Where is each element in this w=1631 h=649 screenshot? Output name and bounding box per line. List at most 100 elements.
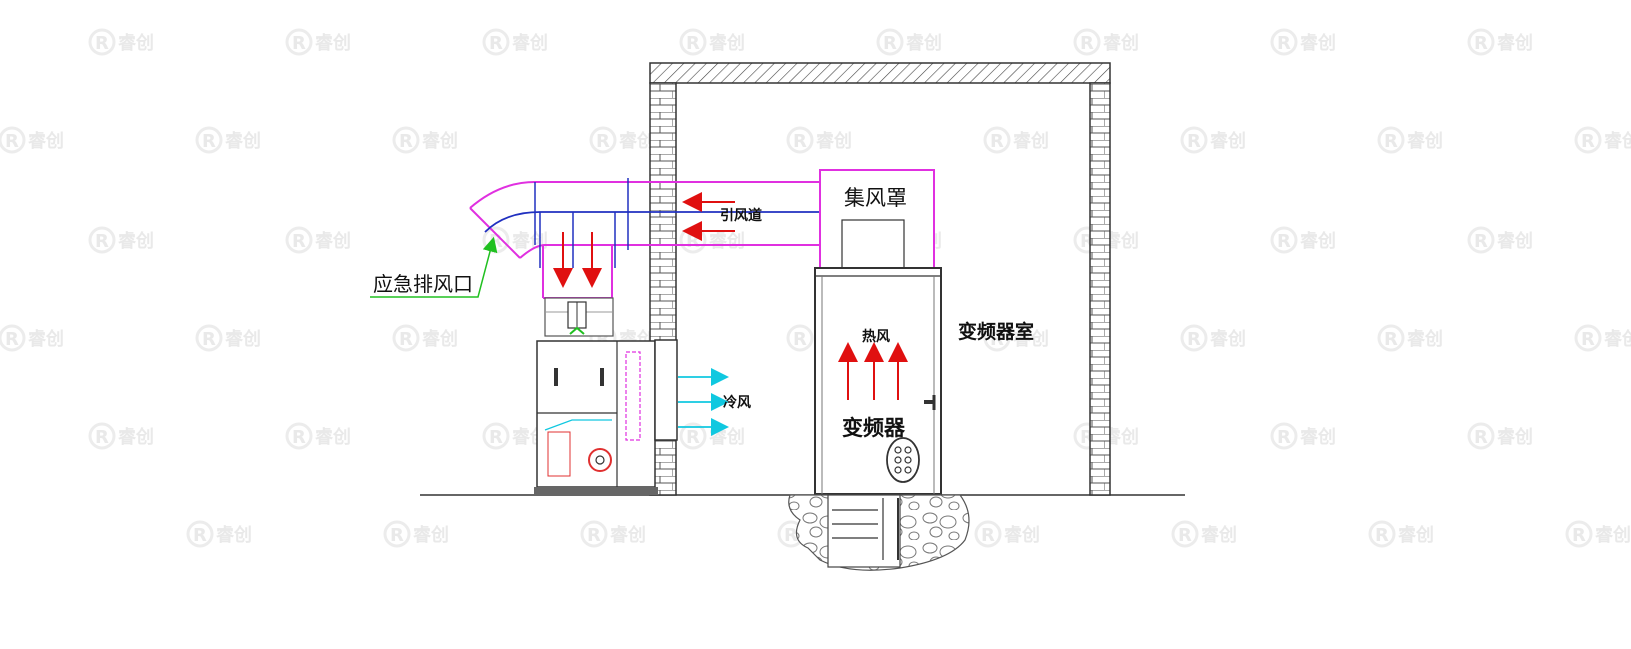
svg-text:睿创: 睿创 [1300, 426, 1336, 448]
foundation-pit [788, 494, 970, 571]
svg-text:睿创: 睿创 [906, 32, 942, 54]
svg-text:R: R [1080, 33, 1094, 54]
svg-text:睿创: 睿创 [28, 328, 64, 350]
svg-text:R: R [1178, 525, 1192, 546]
watermark: R 睿创 [1574, 126, 1631, 154]
svg-text:睿创: 睿创 [1300, 32, 1336, 54]
svg-text:睿创: 睿创 [1407, 130, 1443, 152]
unit-base [534, 487, 658, 495]
svg-text:R: R [202, 131, 216, 152]
svg-text:R: R [883, 33, 897, 54]
svg-text:R: R [1384, 329, 1398, 350]
svg-text:R: R [5, 131, 19, 152]
watermark: R睿创 [1574, 324, 1631, 352]
svg-text:睿创: 睿创 [1604, 130, 1631, 152]
svg-text:R: R [292, 33, 306, 54]
ceiling-slab [649, 62, 1111, 84]
svg-text:睿创: 睿创 [422, 130, 458, 152]
watermark: R 睿创 [1467, 422, 1533, 450]
svg-text:R: R [1581, 131, 1595, 152]
svg-text:R: R [489, 427, 503, 448]
svg-text:R: R [1187, 329, 1201, 350]
svg-text:睿创: 睿创 [709, 32, 745, 54]
svg-text:睿创: 睿创 [610, 524, 646, 546]
svg-text:R: R [202, 329, 216, 350]
svg-text:R: R [686, 231, 700, 252]
svg-text:睿创: 睿创 [512, 32, 548, 54]
cable-trench [827, 494, 901, 568]
duct-bottom-edge [519, 244, 820, 259]
svg-text:R: R [1474, 231, 1488, 252]
fan-intake-mark [569, 326, 585, 335]
svg-text:R: R [292, 231, 306, 252]
svg-text:R: R [193, 525, 207, 546]
watermark: R 睿创 [974, 520, 1040, 548]
cabinet-handle-left [554, 368, 558, 386]
svg-text:睿创: 睿创 [1497, 426, 1533, 448]
svg-text:R: R [390, 525, 404, 546]
inverter-cabinet [814, 267, 942, 495]
svg-text:睿创: 睿创 [1004, 524, 1040, 546]
svg-text:R: R [1474, 427, 1488, 448]
cabinet-body [814, 267, 942, 495]
svg-text:R: R [990, 131, 1004, 152]
svg-text:R: R [399, 131, 413, 152]
svg-text:R: R [95, 33, 109, 54]
svg-text:睿创: 睿创 [709, 426, 745, 448]
svg-text:R: R [981, 525, 995, 546]
svg-text:R: R [686, 33, 700, 54]
svg-text:R: R [1277, 33, 1291, 54]
heat-exchanger-coil [625, 351, 641, 441]
svg-text:R: R [784, 525, 798, 546]
svg-text:R: R [399, 329, 413, 350]
svg-text:睿创: 睿创 [225, 328, 261, 350]
svg-text:R: R [1375, 525, 1389, 546]
watermark: R 睿创 [0, 126, 64, 154]
wall-through-outlet [654, 339, 678, 441]
watermark: R 睿创 [1377, 324, 1443, 352]
watermark: R 睿创 [1368, 520, 1434, 548]
svg-text:睿创: 睿创 [1398, 524, 1434, 546]
label-air-duct: 引风道 [720, 207, 762, 224]
svg-text:R: R [793, 329, 807, 350]
right-wall [1089, 82, 1111, 496]
svg-text:睿创: 睿创 [315, 426, 351, 448]
svg-text:睿创: 睿创 [619, 130, 655, 152]
watermark: R 睿创 [1270, 28, 1336, 56]
svg-text:睿创: 睿创 [1210, 328, 1246, 350]
svg-text:睿创: 睿创 [1497, 32, 1533, 54]
svg-text:睿创: 睿创 [709, 230, 745, 252]
compressor [547, 431, 571, 477]
svg-text:睿创: 睿创 [28, 130, 64, 152]
label-collection-hood: 集风罩 [844, 186, 907, 210]
emergency-outlet-face [469, 207, 521, 259]
svg-text:R: R [990, 329, 1004, 350]
watermark: R 睿创 [195, 324, 261, 352]
watermark: R 睿创 [1467, 28, 1533, 56]
svg-text:睿创: 睿创 [118, 230, 154, 252]
svg-text:R: R [1474, 33, 1488, 54]
watermark: R 睿创 [1270, 422, 1336, 450]
watermark: R 睿创 [392, 126, 458, 154]
svg-text:R: R [1277, 427, 1291, 448]
svg-text:睿创: 睿创 [1201, 524, 1237, 546]
svg-text:睿创: 睿创 [1407, 328, 1443, 350]
label-inverter: 变频器 [842, 416, 906, 440]
hood-neck [841, 219, 905, 269]
svg-text:R: R [292, 427, 306, 448]
svg-text:睿创: 睿创 [1604, 328, 1631, 350]
svg-text:睿创: 睿创 [1103, 230, 1139, 252]
cabinet-handle [924, 400, 934, 404]
label-room: 变频器室 [958, 320, 1034, 343]
